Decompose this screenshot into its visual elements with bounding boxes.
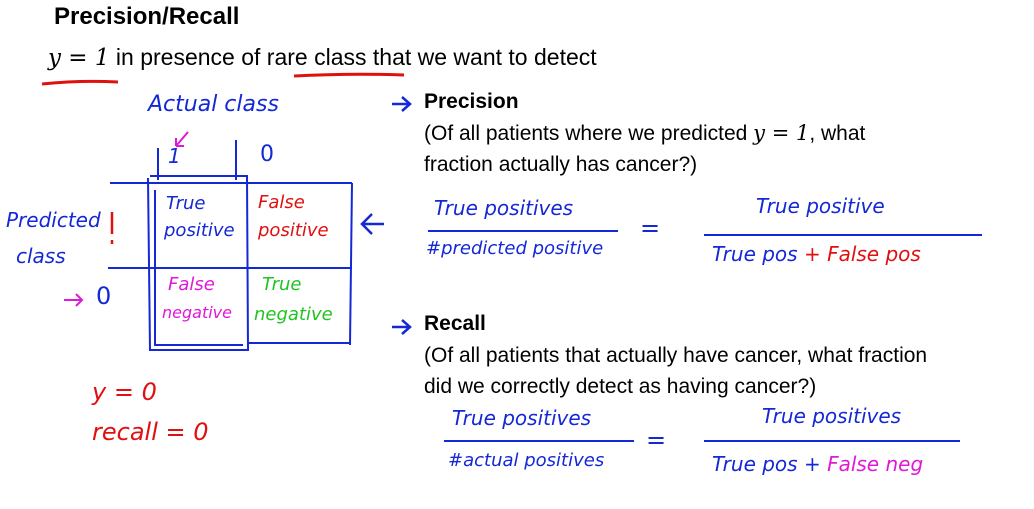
recall-description-line2: did we correctly detect as having cancer… [424,375,817,398]
predicted-class-label-2: class [16,244,66,268]
recall-heading: Recall [424,312,486,335]
actual-class-label: Actual class [148,92,279,117]
confusion-matrix-grid [108,140,353,351]
recall-lhs-denominator: #actual positives [448,450,605,471]
precision-rhs-denominator: True pos + False pos [712,244,921,264]
predicted-class-row-0: 0 [96,282,112,310]
precision-desc-pre: (Of all patients where we predicted [424,122,754,145]
precision-rhs-fraction-bar [704,234,982,236]
underline-rare-class [293,72,405,78]
precision-lhs-numerator: True positives [434,196,574,220]
precision-equals: = [640,214,661,242]
recall-rhs-plus: + [803,452,821,476]
precision-lhs-denominator: #predicted positive [426,238,604,259]
subtitle-highlight: rare class [266,44,367,70]
cell-false-negative-line2: negative [162,303,232,322]
precision-lhs-fraction-bar [428,230,618,232]
precision-description-line2: fraction actually has cancer?) [424,153,698,176]
slide-subtitle: y = 1 in presence of rare class that we … [48,44,597,71]
precision-rhs-plus: + [803,242,821,266]
cell-true-negative-line2: negative [254,304,333,325]
arrow-down-left-icon [175,131,189,147]
arrow-right-icon [392,319,412,335]
subtitle-math: y = 1 [48,45,110,71]
precision-rhs-false-pos: False pos [827,242,921,266]
arrow-right-icon [64,293,84,307]
arrow-left-icon [360,213,384,235]
recall-description-line1: (Of all patients that actually have canc… [424,344,928,367]
underline-y1 [41,79,119,86]
slide-title: Precision/Recall [54,3,240,30]
precision-rhs-true-pos: True pos [712,242,798,266]
note-recall-equals-0: recall = 0 [92,418,209,446]
note-y-equals-0: y = 0 [92,378,157,406]
recall-equals: = [646,426,667,454]
arrow-right-icon [392,96,412,112]
precision-description-line1: (Of all patients where we predicted y = … [424,118,865,149]
subtitle-text-after: that we want to detect [366,44,597,70]
recall-lhs-fraction-bar [444,440,634,442]
precision-heading: Precision [424,90,519,113]
precision-rhs-numerator: True positive [756,194,885,218]
cell-false-positive-line2: positive [258,220,329,241]
cell-true-positive-line1: True [166,193,206,214]
cell-false-positive-line1: False [258,192,305,213]
actual-class-col-0: 0 [260,142,274,167]
precision-desc-math: y = 1 [753,121,810,145]
recall-rhs-denominator: True pos + False neg [712,454,923,474]
recall-rhs-true-pos: True pos [712,452,798,476]
predicted-class-label: Predicted [6,208,101,232]
cell-true-negative-line1: True [262,274,302,295]
recall-rhs-fraction-bar [704,440,960,442]
actual-class-col-1: 1 [168,144,181,168]
cell-false-negative-line1: False [168,274,215,295]
precision-desc-post: , what [809,122,866,145]
recall-lhs-numerator: True positives [452,406,592,430]
subtitle-text-before: in presence of [109,44,267,70]
recall-rhs-false-neg: False neg [827,452,924,476]
cell-true-positive-line2: positive [164,220,235,241]
recall-rhs-numerator: True positives [762,404,902,428]
